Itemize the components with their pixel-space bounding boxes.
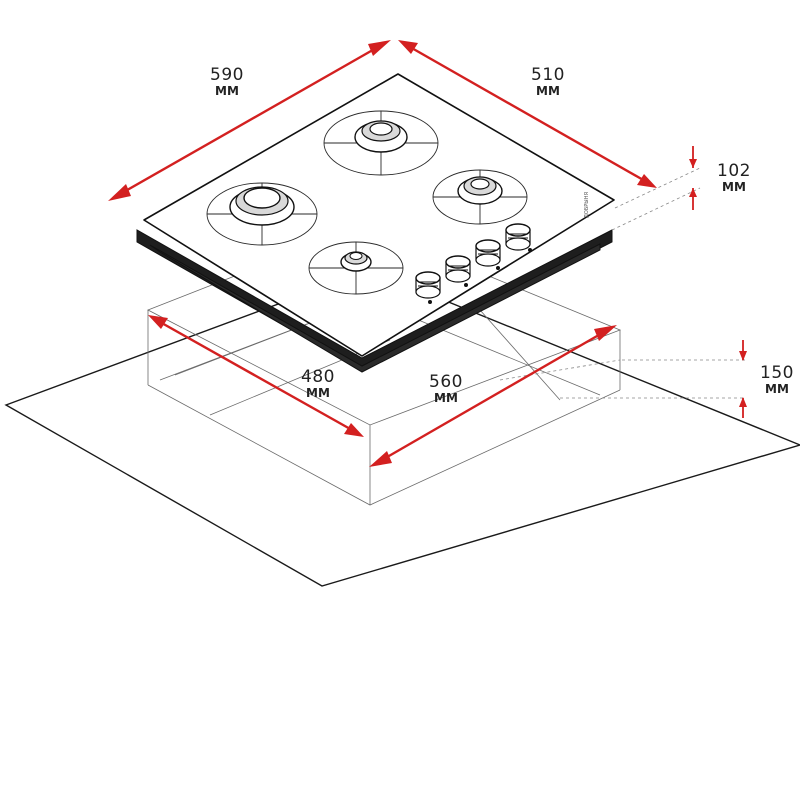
hob-bottom-tray: [149, 243, 601, 373]
knob-2[interactable]: [445, 255, 471, 287]
arrow-cutout-height: [739, 340, 747, 418]
knob-4[interactable]: [505, 223, 532, 252]
arrow-width-top: [108, 40, 391, 201]
label-cutout-height-value: 150: [760, 363, 794, 383]
hob-panel: [143, 73, 615, 357]
extension-guides: [499, 167, 745, 399]
label-cutout-width: 560 ММ: [429, 372, 463, 405]
label-cutout-depth: 480 ММ: [301, 367, 335, 400]
label-height-hob-unit: ММ: [722, 180, 746, 194]
burner-top: [323, 110, 439, 176]
arrow-cutout-width: [369, 325, 617, 467]
label-depth-top-unit: ММ: [536, 84, 560, 98]
burner-bottom: [308, 241, 404, 295]
countertop: [4, 269, 800, 587]
burner-left: [206, 182, 318, 246]
label-height-hob: 102 ММ: [717, 161, 751, 194]
label-width-top: 590 ММ: [210, 65, 244, 98]
knob-3[interactable]: [475, 239, 501, 270]
label-depth-top: 510 ММ: [531, 65, 565, 98]
knob-1[interactable]: [415, 271, 441, 304]
label-width-top-value: 590: [210, 65, 244, 85]
label-cutout-width-value: 560: [429, 372, 463, 392]
arrow-cutout-depth: [148, 315, 364, 437]
label-depth-top-value: 510: [531, 65, 565, 85]
arrow-height-hob: [689, 146, 697, 210]
label-width-top-unit: ММ: [215, 84, 239, 98]
brand-label: ДОБРЫНЯ: [584, 192, 590, 218]
label-cutout-depth-unit: ММ: [306, 386, 330, 400]
arrow-depth-top: [398, 40, 657, 188]
label-cutout-width-unit: ММ: [434, 391, 458, 405]
burner-right: [432, 169, 528, 225]
label-height-hob-value: 102: [717, 161, 751, 181]
label-cutout-depth-value: 480: [301, 367, 335, 387]
hob-side: [136, 229, 613, 371]
label-cutout-height: 150 ММ: [760, 363, 794, 396]
label-cutout-height-unit: ММ: [765, 382, 789, 396]
hob: ДОБРЫНЯ: [136, 73, 615, 373]
